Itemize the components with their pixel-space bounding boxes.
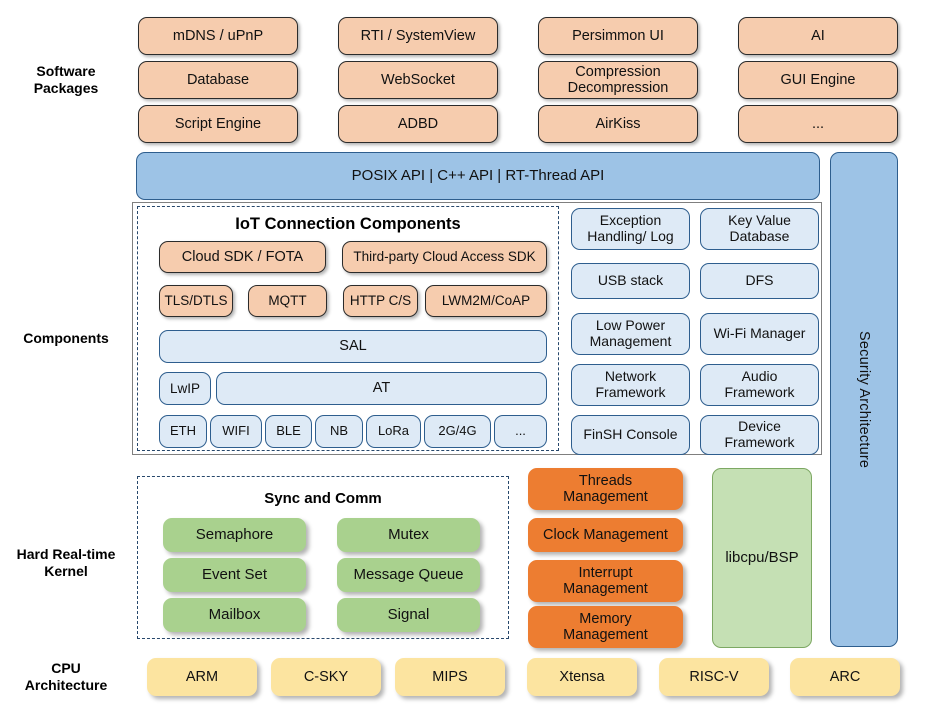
package-box[interactable]: AirKiss <box>538 105 698 143</box>
component-box[interactable]: Audio Framework <box>700 364 819 406</box>
iot-lwip-box[interactable]: LwIP <box>159 372 211 405</box>
package-box[interactable]: GUI Engine <box>738 61 898 99</box>
iot-protocol-box[interactable]: MQTT <box>248 285 327 317</box>
sync-box[interactable]: Signal <box>337 598 480 632</box>
tier-label-kernel: Hard Real-time Kernel <box>16 545 116 580</box>
iot-cloud-sdk-box[interactable]: Cloud SDK / FOTA <box>159 241 326 273</box>
kernel-management-box[interactable]: Memory Management <box>528 606 683 648</box>
iot-link-box[interactable]: LoRa <box>366 415 421 448</box>
component-box[interactable]: Device Framework <box>700 415 819 455</box>
cpu-arch-box[interactable]: MIPS <box>395 658 505 696</box>
iot-protocol-box[interactable]: LWM2M/CoAP <box>425 285 547 317</box>
sync-box[interactable]: Semaphore <box>163 518 306 552</box>
iot-at-box[interactable]: AT <box>216 372 547 405</box>
component-box[interactable]: DFS <box>700 263 819 299</box>
cpu-arch-box[interactable]: ARC <box>790 658 900 696</box>
cpu-arch-box[interactable]: RISC-V <box>659 658 769 696</box>
sync-box[interactable]: Mutex <box>337 518 480 552</box>
component-box[interactable]: Key Value Database <box>700 208 819 250</box>
iot-link-box[interactable]: 2G/4G <box>424 415 491 448</box>
iot-link-box[interactable]: WIFI <box>210 415 262 448</box>
package-box[interactable]: WebSocket <box>338 61 498 99</box>
kernel-management-box[interactable]: Interrupt Management <box>528 560 683 602</box>
iot-protocol-box[interactable]: TLS/DTLS <box>159 285 233 317</box>
tier-label-cpu: CPU Architecture <box>24 659 108 694</box>
iot-connection-group <box>137 206 559 451</box>
iot-protocol-box[interactable]: HTTP C/S <box>343 285 418 317</box>
package-box[interactable]: AI <box>738 17 898 55</box>
component-box[interactable]: Low Power Management <box>571 313 690 355</box>
package-box[interactable]: Persimmon UI <box>538 17 698 55</box>
sync-box[interactable]: Mailbox <box>163 598 306 632</box>
sync-and-comm-group <box>137 476 509 639</box>
kernel-management-box[interactable]: Threads Management <box>528 468 683 510</box>
cpu-arch-box[interactable]: C-SKY <box>271 658 381 696</box>
security-architecture-column[interactable]: Security Architecture <box>830 152 898 647</box>
iot-link-box[interactable]: NB <box>315 415 363 448</box>
components-frame <box>132 202 822 455</box>
component-box[interactable]: FinSH Console <box>571 415 690 455</box>
component-box[interactable]: Network Framework <box>571 364 690 406</box>
package-box[interactable]: Database <box>138 61 298 99</box>
component-box[interactable]: USB stack <box>571 263 690 299</box>
iot-connection-group-title: IoT Connection Components <box>235 215 461 233</box>
package-box[interactable]: mDNS / uPnP <box>138 17 298 55</box>
package-box[interactable]: Compression Decompression <box>538 61 698 99</box>
package-box[interactable]: ... <box>738 105 898 143</box>
tier-label-components: Components <box>23 330 109 347</box>
iot-link-box[interactable]: ETH <box>159 415 207 448</box>
sync-and-comm-title: Sync and Comm <box>264 490 382 507</box>
security-architecture-label: Security Architecture <box>856 330 873 469</box>
iot-thirdparty-cloud-box[interactable]: Third-party Cloud Access SDK <box>342 241 547 273</box>
kernel-management-box[interactable]: Clock Management <box>528 518 683 552</box>
api-bar[interactable]: POSIX API | C++ API | RT-Thread API <box>136 152 820 200</box>
package-box[interactable]: RTI / SystemView <box>338 17 498 55</box>
component-box[interactable]: Wi-Fi Manager <box>700 313 819 355</box>
iot-link-box[interactable]: BLE <box>265 415 312 448</box>
iot-sal-box[interactable]: SAL <box>159 330 547 363</box>
sync-box[interactable]: Message Queue <box>337 558 480 592</box>
package-box[interactable]: Script Engine <box>138 105 298 143</box>
iot-link-box[interactable]: ... <box>494 415 547 448</box>
component-box[interactable]: Exception Handling/ Log <box>571 208 690 250</box>
tier-label-software-packages: Software Packages <box>33 62 99 97</box>
sync-box[interactable]: Event Set <box>163 558 306 592</box>
libcpu-bsp-box[interactable]: libcpu/BSP <box>712 468 812 648</box>
cpu-arch-box[interactable]: Xtensa <box>527 658 637 696</box>
cpu-arch-box[interactable]: ARM <box>147 658 257 696</box>
package-box[interactable]: ADBD <box>338 105 498 143</box>
